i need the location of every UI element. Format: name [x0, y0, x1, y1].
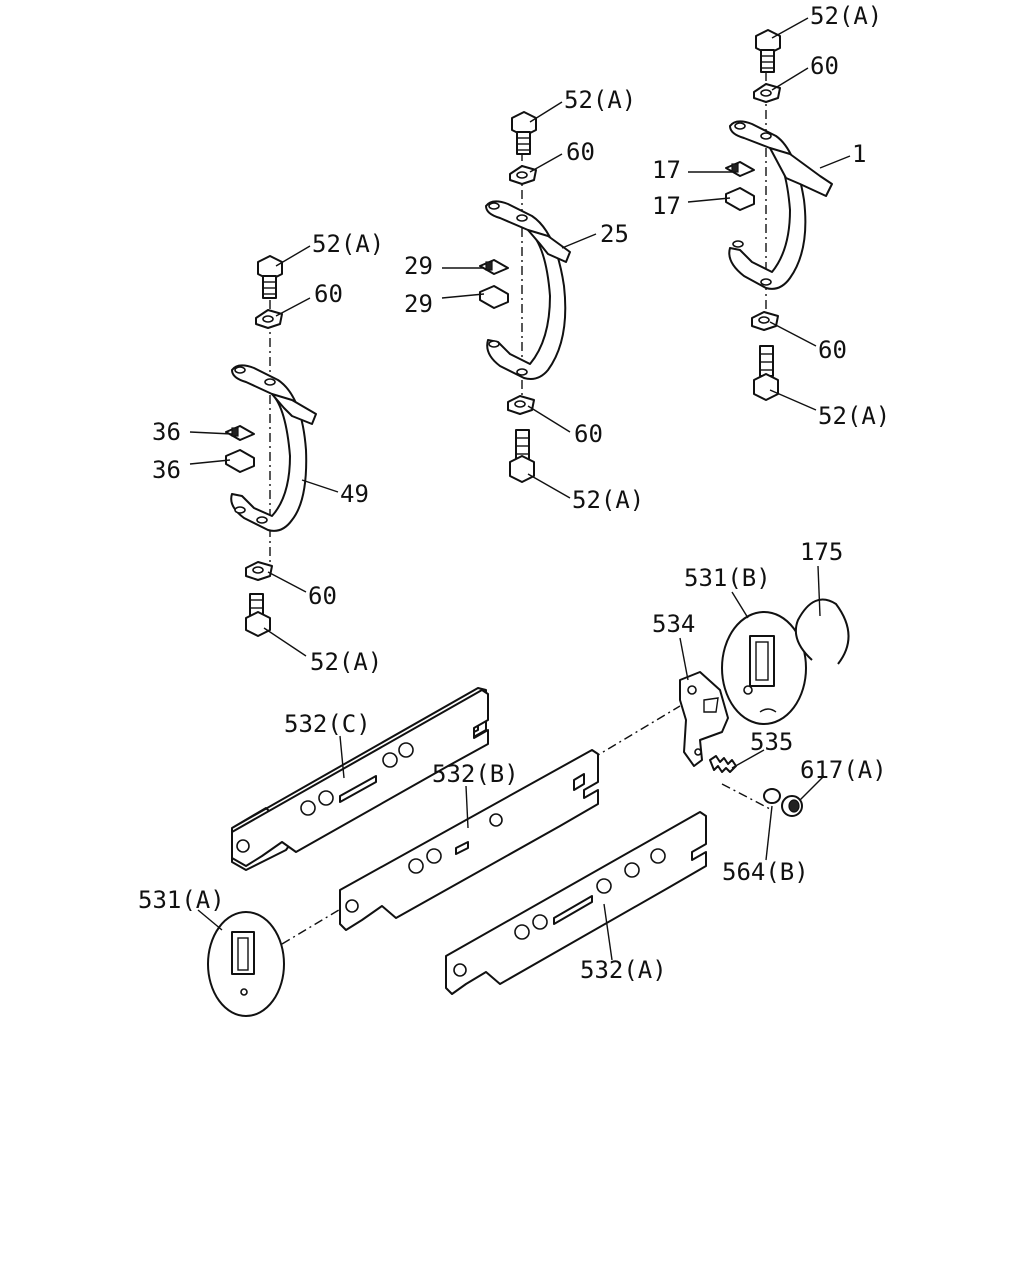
callout-617a: 617(A) [800, 756, 887, 784]
plate-assembly [197, 565, 850, 1017]
plate-532b [339, 749, 599, 931]
o-ring-564b [763, 788, 781, 804]
plate-532c [231, 687, 489, 871]
snap-ring-175 [794, 598, 850, 665]
callout-1: 1 [852, 140, 866, 168]
callout-labels: 52(A) 60 1 17 17 60 52(A) 52(A) 60 25 29… [138, 2, 890, 984]
callout-49: 49 [340, 480, 369, 508]
callout-60: 60 [818, 336, 847, 364]
callout-52a: 52(A) [810, 2, 882, 30]
callout-564b: 564(B) [722, 858, 809, 886]
callout-60: 60 [566, 138, 595, 166]
callout-17: 17 [652, 192, 681, 220]
spacer-17 [725, 161, 755, 177]
callout-25: 25 [600, 220, 629, 248]
washer-60 [751, 311, 779, 331]
callout-531b: 531(B) [684, 564, 771, 592]
bracket-assembly-49 [189, 245, 339, 657]
washer-60 [507, 395, 535, 415]
callout-531a: 531(A) [138, 886, 225, 914]
callout-534: 534 [652, 610, 695, 638]
callout-36: 36 [152, 456, 181, 484]
spacer-29 [479, 259, 509, 275]
lever-534 [679, 671, 729, 767]
callout-60: 60 [810, 52, 839, 80]
callout-532a: 532(A) [580, 956, 667, 984]
spacer-36 [225, 449, 255, 473]
bolt-52a [245, 593, 271, 637]
callout-52a: 52(A) [310, 648, 382, 676]
washer-60 [245, 561, 273, 581]
bracket-assembly-1 [687, 17, 851, 411]
callout-52a: 52(A) [572, 486, 644, 514]
spacer-17 [725, 187, 755, 211]
spacer-29 [479, 285, 509, 309]
spacer-36 [225, 425, 255, 441]
callout-29: 29 [404, 252, 433, 280]
plate-532a [445, 811, 707, 995]
disc-531b [721, 611, 807, 725]
bracket-49 [230, 364, 308, 532]
bolt-52a [509, 429, 535, 483]
bolt-52a [511, 111, 537, 155]
washer-60 [255, 309, 283, 329]
callout-52a: 52(A) [818, 402, 890, 430]
spring-535 [709, 755, 737, 773]
callout-36: 36 [152, 418, 181, 446]
callout-52a: 52(A) [564, 86, 636, 114]
callout-532c: 532(C) [284, 710, 371, 738]
plug-617a [781, 795, 803, 817]
washer-60 [509, 165, 537, 185]
callout-17: 17 [652, 156, 681, 184]
bracket-assembly-25 [441, 101, 597, 499]
callout-532b: 532(B) [432, 760, 519, 788]
disc-531a [207, 911, 285, 1017]
callout-175: 175 [800, 538, 843, 566]
bolt-52a [755, 29, 781, 73]
callout-52a: 52(A) [312, 230, 384, 258]
callout-60: 60 [314, 280, 343, 308]
callout-60: 60 [308, 582, 337, 610]
callout-29: 29 [404, 290, 433, 318]
callout-535: 535 [750, 728, 793, 756]
callout-60: 60 [574, 420, 603, 448]
bolt-52a [257, 255, 283, 299]
